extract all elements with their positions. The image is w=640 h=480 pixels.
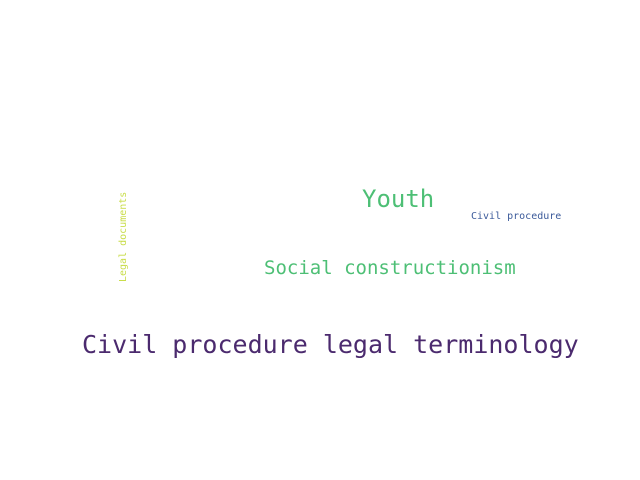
word-social-constructionism: Social constructionism — [264, 257, 516, 279]
word-civil-procedure: Civil procedure — [471, 211, 562, 222]
word-legal-documents: Legal documents — [118, 191, 129, 282]
word-civil-procedure-legal-terminology: Civil procedure legal terminology — [82, 330, 579, 359]
word-youth: Youth — [362, 185, 435, 213]
